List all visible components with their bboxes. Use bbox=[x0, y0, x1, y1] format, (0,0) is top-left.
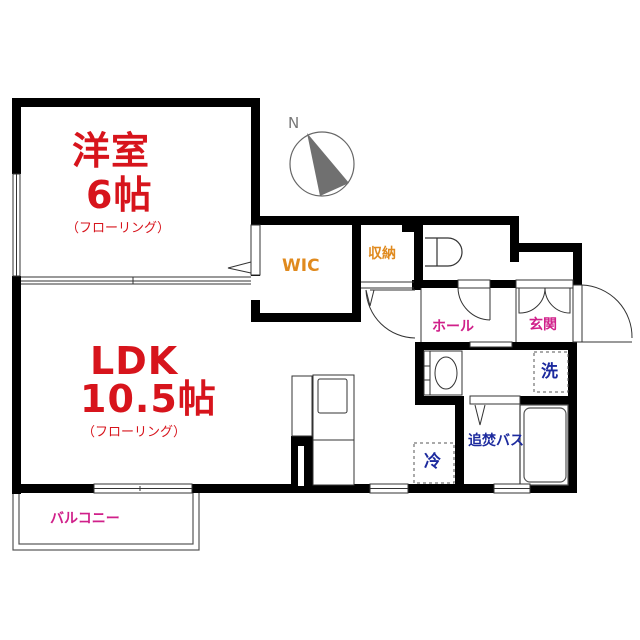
fridge-space bbox=[413, 442, 455, 484]
compass-north-label: N bbox=[288, 114, 300, 132]
bath-label: 追焚バス bbox=[468, 433, 524, 449]
ldk-floor: （フローリング） bbox=[82, 425, 187, 440]
walls bbox=[12, 98, 582, 494]
compass-icon bbox=[289, 131, 355, 197]
wic-label: WIC bbox=[282, 256, 320, 276]
ldk-size: 10.5帖 bbox=[80, 377, 217, 421]
western-room-name: 洋室 bbox=[72, 129, 151, 173]
storage-label: 収納 bbox=[368, 246, 396, 262]
washer-space bbox=[533, 351, 569, 393]
ldk-name: LDK bbox=[90, 339, 179, 383]
hall-label: ホール bbox=[432, 319, 474, 335]
washer-label: 洗 bbox=[541, 362, 558, 382]
western-room-floor: （フローリング） bbox=[66, 221, 171, 236]
entrance-label: 玄関 bbox=[529, 317, 557, 333]
western-room-size: 6帖 bbox=[86, 173, 153, 217]
balcony-label: バルコニー bbox=[50, 511, 120, 527]
fridge-label: 冷 bbox=[424, 452, 441, 472]
